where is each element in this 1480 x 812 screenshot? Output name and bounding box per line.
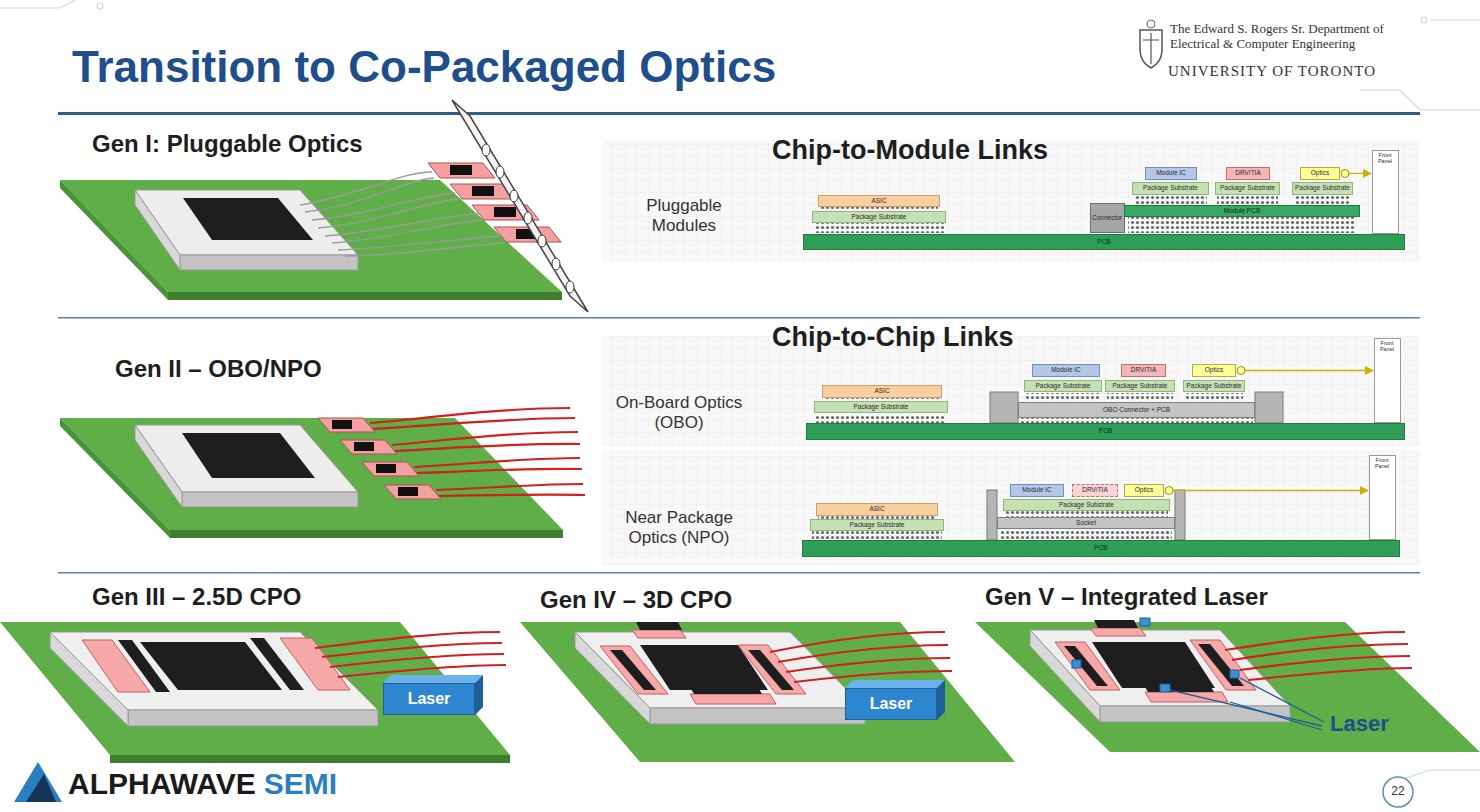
node-text: Package Substrate [1295, 185, 1350, 192]
node-text: Connector [1092, 215, 1122, 222]
node-text: Package Substrate [852, 214, 907, 221]
package-substrate: Package Substrate [1105, 380, 1175, 392]
node-text: Package Substrate [850, 522, 905, 529]
generation-heading: Gen II – OBO/NPO [115, 355, 322, 383]
module-pcb: Module PCB [1124, 205, 1360, 217]
pcb-board: PCB [802, 540, 1400, 557]
node-text: Laser [870, 696, 913, 713]
asic-die: ASIC [822, 385, 942, 398]
module-ic: Module IC [1032, 364, 1100, 377]
fiber-line [1349, 173, 1371, 174]
front-panel: Front Panel [1369, 455, 1396, 540]
node-text: OBO Connector + PCB [1103, 407, 1170, 414]
node-text: Front Panel [1373, 153, 1398, 165]
fiber-connector [1237, 367, 1373, 375]
package-substrate: Package Substrate [812, 211, 946, 223]
package-substrate: Package Substrate [1132, 182, 1209, 195]
fiber-connector [1165, 487, 1368, 495]
module-ic: Module IC [1145, 167, 1197, 180]
node-text: Package Substrate [1113, 383, 1168, 390]
node-text: Optics [1205, 367, 1223, 374]
node-text: Package Substrate [1036, 383, 1091, 390]
node-text: DRV/TIA [1235, 170, 1261, 177]
lens-symbol [1237, 367, 1245, 375]
package-substrate: Package Substrate [1215, 182, 1280, 195]
department-name: The Edward S. Rogers Sr. Department of E… [1170, 22, 1402, 52]
package-substrate: Package Substrate [1292, 182, 1353, 195]
fiber-line [1245, 370, 1373, 371]
generation-heading: Gen V – Integrated Laser [985, 583, 1268, 611]
front-panel: Front Panel [1374, 338, 1401, 423]
connector-block: Connector [1090, 203, 1125, 233]
node-text: PCB [1094, 545, 1107, 552]
driver-tia: DRV/TIA [1226, 167, 1270, 180]
generation-heading: Gen III – 2.5D CPO [92, 583, 301, 611]
page-number: 22 [1383, 785, 1413, 799]
package-substrate: Package Substrate [810, 519, 944, 531]
asic-die: ASIC [816, 503, 938, 516]
slide-title: Transition to Co-Packaged Optics [72, 42, 776, 93]
package-substrate: Package Substrate [1003, 499, 1170, 511]
front-panel: Front Panel [1372, 150, 1399, 234]
generation-heading: Gen IV – 3D CPO [540, 586, 732, 614]
node-text: PCB [1097, 239, 1110, 246]
pcb-board: PCB [803, 234, 1405, 250]
driver-tia: DRV/TIA [1072, 484, 1118, 497]
node-text: Package Substrate [1059, 502, 1114, 509]
optics-chip: Optics [1300, 167, 1340, 180]
lens-symbol [1165, 487, 1173, 495]
asic-die: ASIC [818, 195, 940, 207]
pcb-board: PCB [806, 423, 1405, 440]
company-name: ALPHAWAVE [68, 767, 256, 802]
generation-heading: Gen I: Pluggable Optics [92, 130, 363, 158]
driver-tia: DRV/TIA [1121, 364, 1166, 377]
node-text: Package Substrate [1220, 185, 1275, 192]
obo-connector: OBO Connector + PCB [1018, 402, 1255, 418]
section-heading: Chip-to-Module Links [772, 135, 1048, 166]
package-substrate: Package Substrate [1024, 380, 1102, 392]
node-text: ASIC [869, 506, 884, 513]
university-name: UNIVERSITY OF TORONTO [1168, 63, 1376, 80]
row-label: Pluggable Modules [636, 196, 732, 235]
node-text: PCB [1099, 428, 1112, 435]
node-text: Laser [408, 691, 451, 708]
node-text: Module IC [1022, 487, 1052, 494]
package-substrate: Package Substrate [814, 401, 948, 413]
node-text: Module IC [1051, 367, 1081, 374]
laser-box: Laser [383, 683, 475, 715]
optics-chip: Optics [1192, 364, 1236, 377]
node-text: Package Substrate [1187, 383, 1242, 390]
fiber-connector [1341, 170, 1371, 178]
node-text: Package Substrate [854, 404, 909, 411]
node-text: Front Panel [1375, 341, 1400, 353]
row-label: Near Package Optics (NPO) [604, 508, 754, 547]
package-substrate: Package Substrate [1183, 380, 1245, 392]
callout-label: Laser [1330, 711, 1389, 736]
lens-symbol [1341, 170, 1349, 178]
module-ic: Module IC [1010, 484, 1064, 497]
node-text: Package Substrate [1143, 185, 1198, 192]
node-text: Module PCB [1224, 208, 1261, 215]
node-text: Module IC [1156, 170, 1186, 177]
fiber-line [1173, 490, 1368, 491]
node-text: Optics [1135, 487, 1153, 494]
node-text: ASIC [871, 198, 886, 205]
node-text: ASIC [874, 388, 889, 395]
company-name: SEMI [264, 767, 337, 802]
node-text: Optics [1311, 170, 1329, 177]
node-text: Front Panel [1370, 458, 1395, 470]
socket-block: Socket [997, 517, 1175, 529]
laser-box: Laser [845, 688, 937, 720]
node-text: DRV/TIA [1131, 367, 1157, 374]
row-label: On-Board Optics (OBO) [604, 393, 754, 432]
node-text: Socket [1076, 520, 1096, 527]
section-heading: Chip-to-Chip Links [772, 322, 1013, 353]
node-text: DRV/TIA [1082, 487, 1108, 494]
optics-chip: Optics [1124, 484, 1164, 497]
